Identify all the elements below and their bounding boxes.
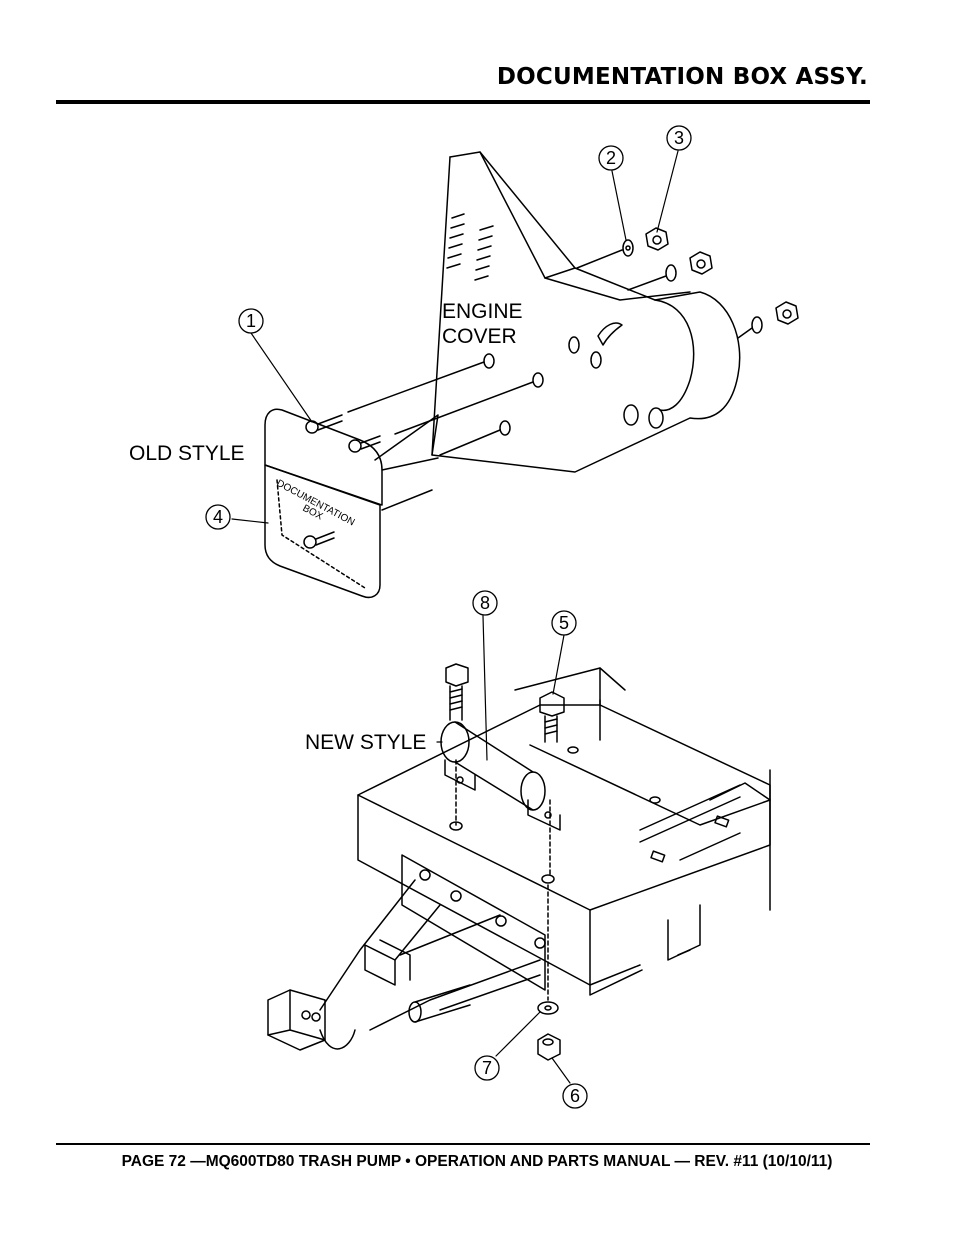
callouts	[205, 125, 692, 1109]
callout-number-6: 6	[570, 1086, 580, 1106]
old-style-label: OLD STYLE	[129, 442, 245, 465]
callout-6	[562, 1083, 588, 1109]
callout-number-7: 7	[482, 1058, 492, 1078]
documentation-tube	[440, 721, 561, 831]
cover-louvers	[446, 213, 494, 281]
engine-cover	[374, 151, 741, 473]
callout-numbers: 1 2 3 4 5 6 7 8	[213, 128, 684, 1106]
trailer-frame	[267, 667, 771, 1051]
box-text-line1: DOCUMENTATION	[275, 478, 357, 528]
engine-cover-label-line2: COVER	[442, 325, 517, 348]
engine-cover-label-line1: ENGINE	[442, 300, 523, 323]
old-style-screws	[303, 414, 381, 549]
page-title: DOCUMENTATION BOX ASSY.	[496, 64, 868, 90]
callout-number-1: 1	[246, 311, 256, 331]
callout-number-4: 4	[213, 507, 223, 527]
page-footer: PAGE 72 —MQ600TD80 TRASH PUMP • OPERATIO…	[121, 1153, 833, 1170]
callout-7	[474, 1055, 500, 1081]
callout-leaders	[231, 150, 679, 1084]
callout-2	[598, 145, 624, 171]
callout-4	[205, 504, 231, 530]
callout-1	[238, 308, 264, 334]
callout-number-2: 2	[606, 148, 616, 168]
callout-3	[666, 125, 692, 151]
footer-rule	[56, 1143, 870, 1145]
callout-5	[551, 610, 577, 636]
callout-8	[472, 590, 498, 616]
new-style-bolts	[445, 663, 565, 1061]
callout-number-5: 5	[559, 613, 569, 633]
old-style-documentation-box	[264, 408, 439, 599]
callout-number-3: 3	[674, 128, 684, 148]
callout-number-8: 8	[480, 593, 490, 613]
new-style-label: NEW STYLE	[305, 731, 426, 754]
hardware-top	[576, 227, 799, 339]
header-rule	[56, 100, 870, 104]
